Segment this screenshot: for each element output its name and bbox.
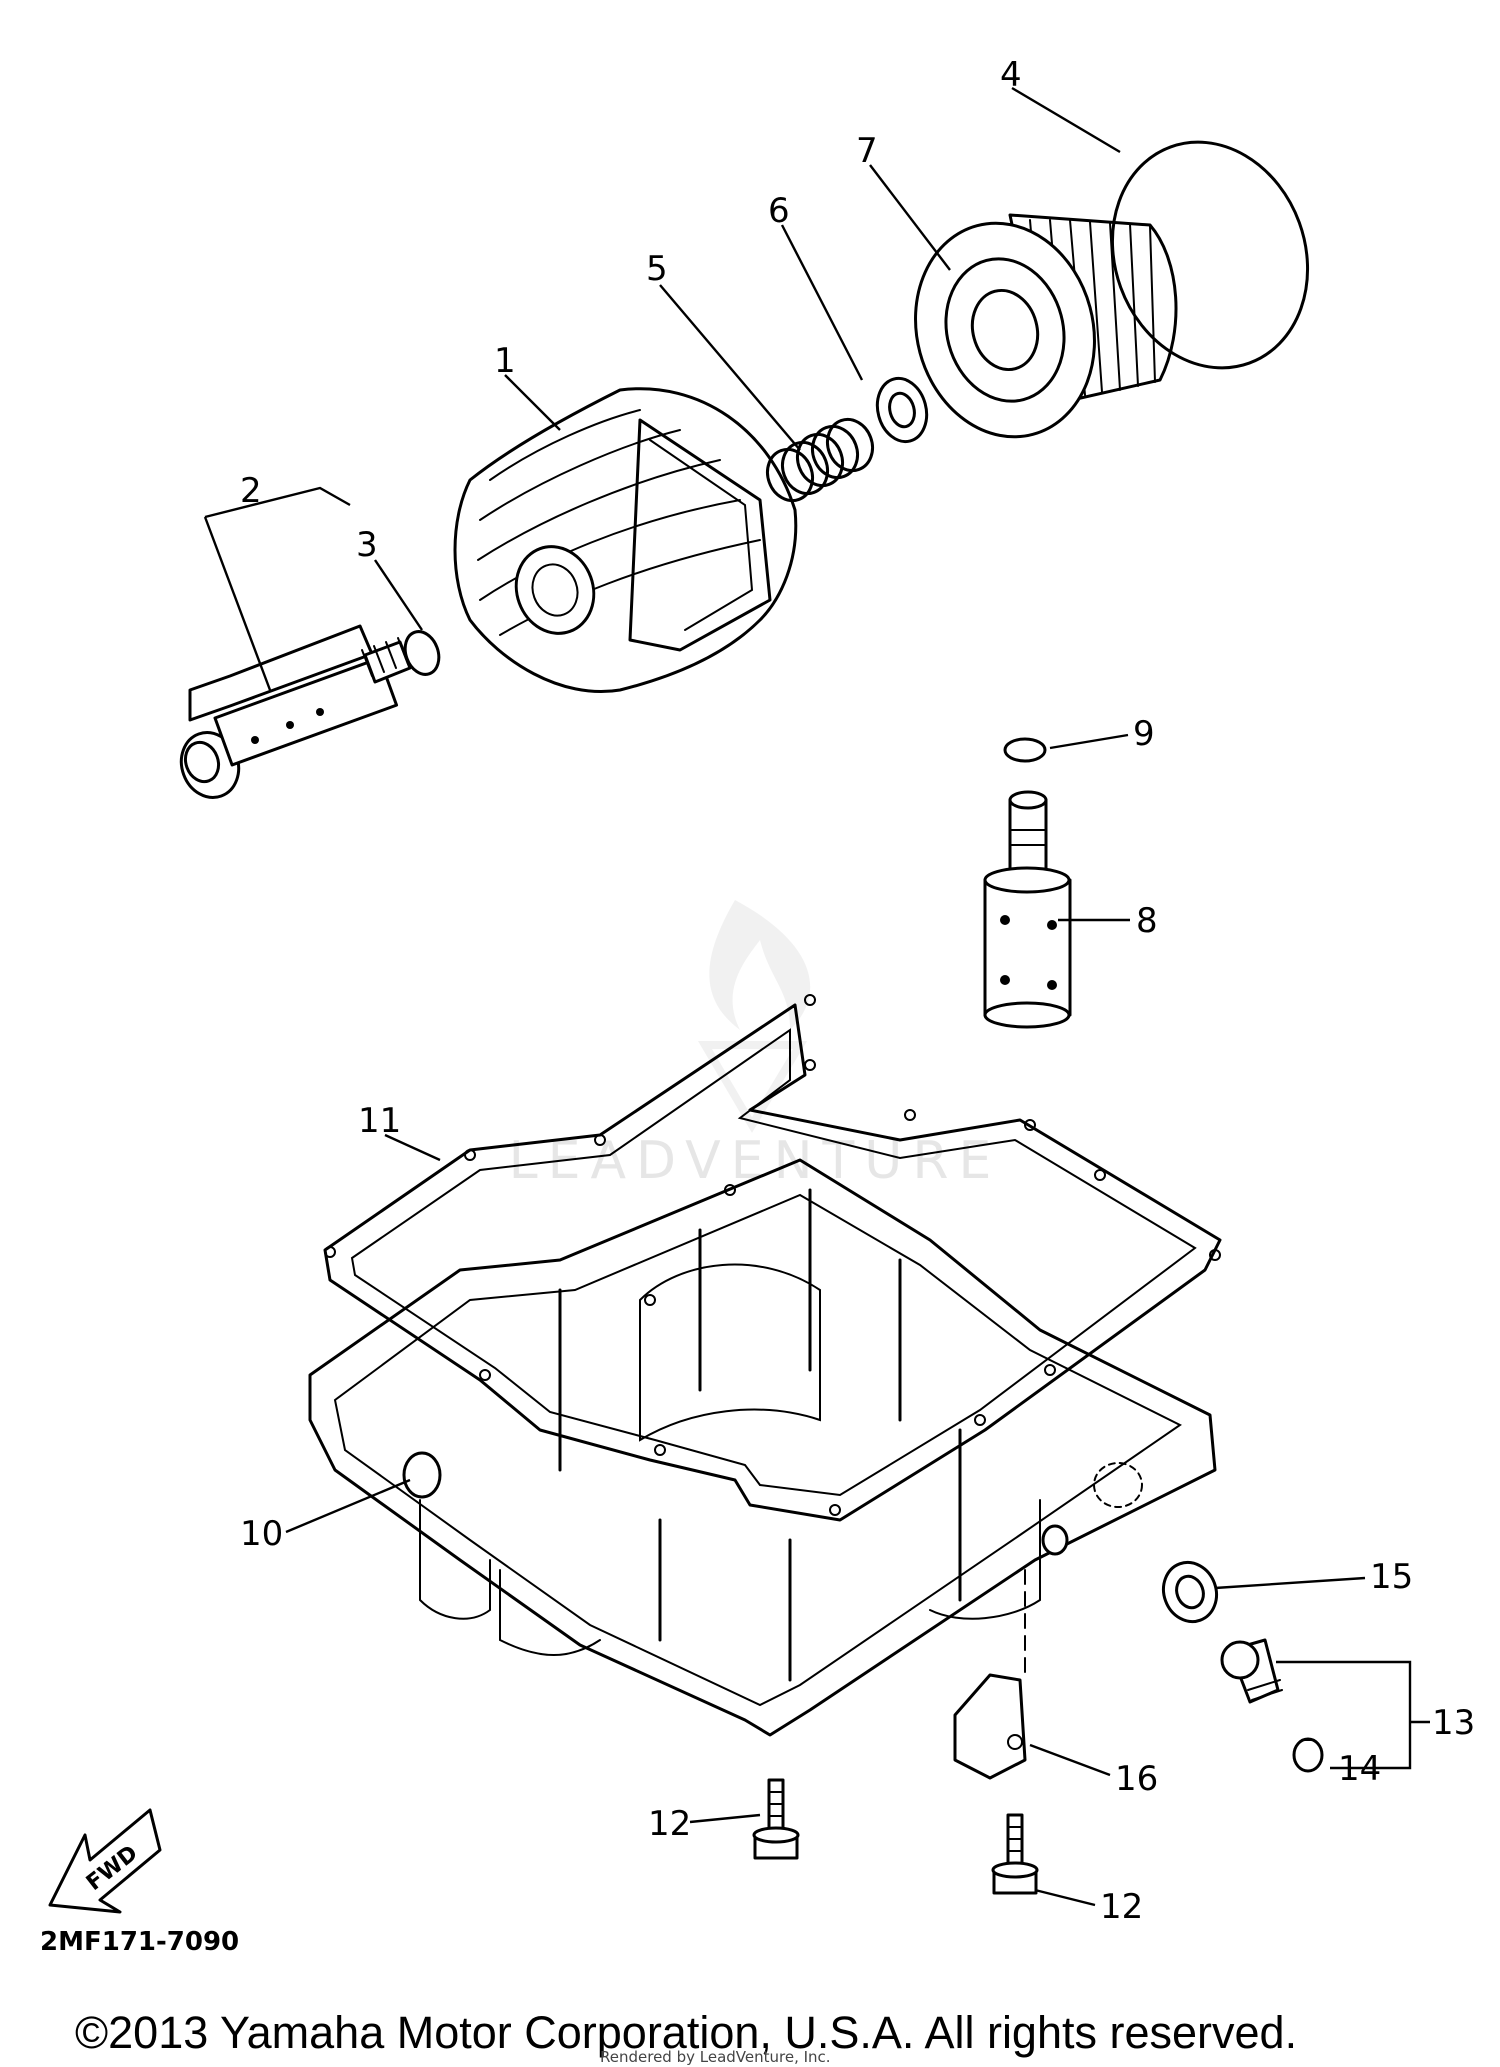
part-6-washer xyxy=(875,376,929,444)
part-8-oil-pipe xyxy=(983,790,1072,1029)
watermark-logo xyxy=(698,900,811,1133)
callout-1: 1 xyxy=(494,341,516,381)
part-4-o-ring xyxy=(1110,140,1310,370)
diagram-code: 2MF171-7090 xyxy=(40,1927,239,1957)
callout-9: 9 xyxy=(1133,714,1155,754)
callout-5: 5 xyxy=(646,249,668,289)
part-10-oil-pan xyxy=(308,1158,1217,1737)
callout-14: 14 xyxy=(1338,1749,1381,1789)
part-9-o-ring xyxy=(1003,737,1047,763)
part-14-screw xyxy=(1292,1737,1324,1773)
callout-4: 4 xyxy=(1000,55,1022,95)
part-12-bolt-right xyxy=(991,1813,1039,1895)
callout-13: 13 xyxy=(1432,1703,1475,1743)
part-12-bolt-left xyxy=(752,1778,800,1860)
callout-2: 2 xyxy=(240,471,262,511)
part-15-washer xyxy=(1162,1560,1218,1624)
part-1-filter-cover xyxy=(453,387,798,693)
callout-10: 10 xyxy=(240,1514,283,1554)
callout-12-right: 12 xyxy=(1100,1887,1143,1927)
fwd-arrow-icon: FWD xyxy=(48,1808,162,1914)
part-2-union-bolt xyxy=(179,624,412,799)
copyright-text: ©2013 Yamaha Motor Corporation, U.S.A. A… xyxy=(75,2007,1297,2058)
part-7-filter-element xyxy=(914,213,1178,439)
part-13-drain-plug xyxy=(1220,1638,1283,1704)
leader-lines xyxy=(203,86,1430,1907)
callout-12-left: 12 xyxy=(648,1804,691,1844)
watermark-text: LEADVENTURE xyxy=(509,1131,1002,1191)
callout-7: 7 xyxy=(856,131,878,171)
part-11-gasket xyxy=(323,994,1222,1522)
part-3-o-ring xyxy=(403,630,441,676)
callout-11: 11 xyxy=(358,1101,401,1141)
rendered-by-text: Rendered by LeadVenture, Inc. xyxy=(600,2048,831,2066)
callout-3: 3 xyxy=(356,525,378,565)
callout-8: 8 xyxy=(1136,901,1158,941)
part-16-bracket xyxy=(953,1569,1027,1780)
callout-15: 15 xyxy=(1370,1557,1413,1597)
callout-6: 6 xyxy=(768,191,790,231)
callout-16: 16 xyxy=(1115,1759,1158,1799)
